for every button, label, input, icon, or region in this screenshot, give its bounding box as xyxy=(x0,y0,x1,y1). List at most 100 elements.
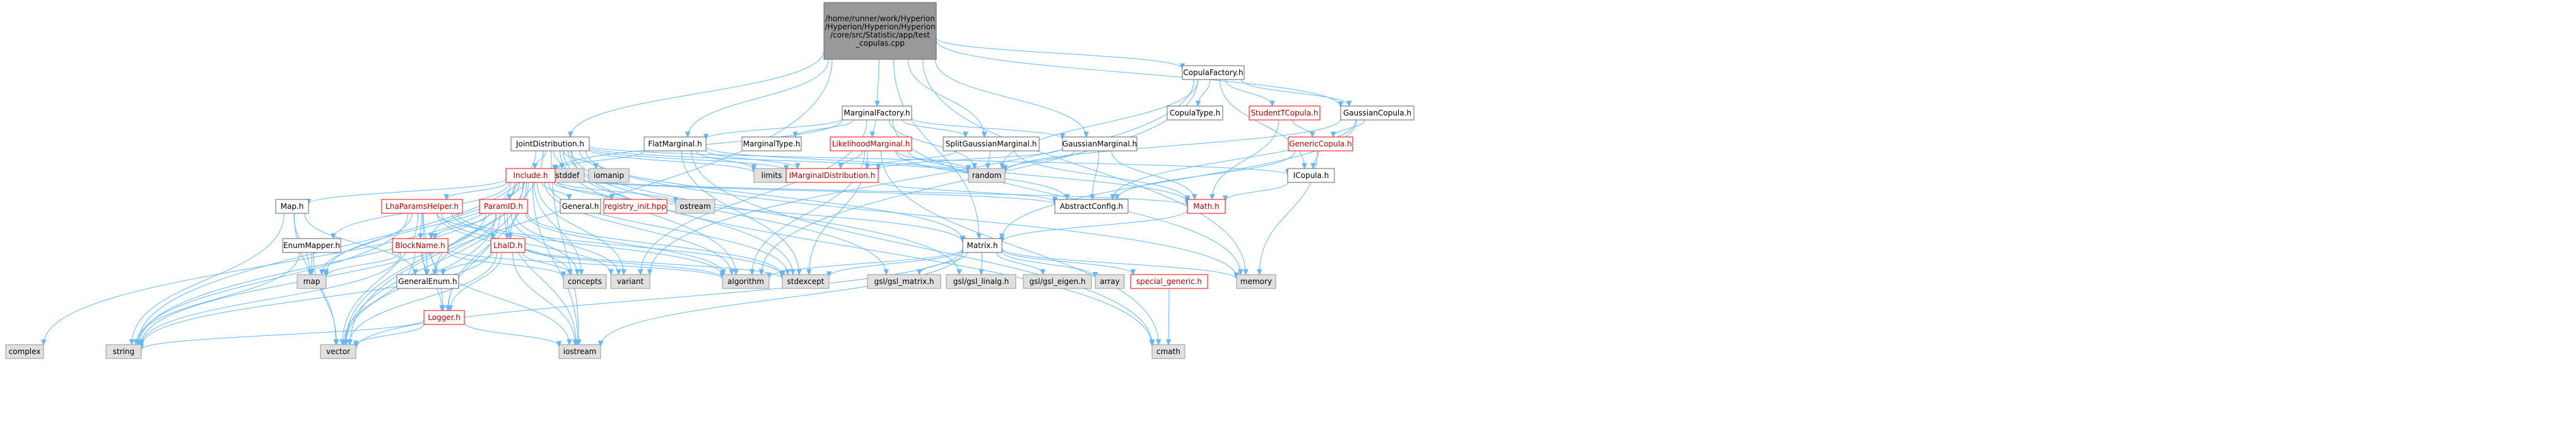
arrowhead-cmath xyxy=(1165,339,1172,346)
node-label-iostream: iostream xyxy=(563,347,597,356)
node-GaussianCopula[interactable]: GaussianCopula.h xyxy=(1340,105,1414,121)
node-label-complex: complex xyxy=(9,347,41,356)
node-Include[interactable]: Include.h xyxy=(505,168,556,183)
node-root[interactable]: /home/runner/work/Hyperion/Hyperion/Hype… xyxy=(823,2,937,60)
node-label-IMarginalDistribution: IMarginalDistribution.h xyxy=(789,171,876,180)
node-label-GaussianCopula: GaussianCopula.h xyxy=(1343,109,1411,117)
node-box-random xyxy=(968,168,1006,183)
node-JointDistribution[interactable]: JointDistribution.h xyxy=(510,136,590,151)
node-label-random: random xyxy=(972,171,1002,180)
edge-LhaParamsHelper-to-stdexcept xyxy=(457,213,783,277)
arrowhead-gsl_matrix xyxy=(883,269,889,276)
arrowhead-BlockName xyxy=(428,233,434,240)
edge-LhaID-to-algorithm xyxy=(524,247,723,278)
edge-ParamID-to-stdexcept xyxy=(527,212,783,276)
arrowhead-LhaID xyxy=(490,233,496,240)
arrowhead-cmath xyxy=(1149,340,1155,347)
node-label-LikelihoodMarginal: LikelihoodMarginal.h xyxy=(832,139,910,148)
node-LhaParamsHelper[interactable]: LhaParamsHelper.h xyxy=(381,199,463,214)
arrowhead-iostream xyxy=(556,341,562,347)
node-registry_init[interactable]: registry_init.hpp xyxy=(603,199,668,214)
edge-MarginalFactory-to-SplitGaussianMarginal xyxy=(902,119,966,138)
edge-Matrix-to-array xyxy=(1001,251,1096,278)
node-BlockName[interactable]: BlockName.h xyxy=(392,238,449,253)
node-box-concepts xyxy=(563,274,607,289)
node-LikelihoodMarginal[interactable]: LikelihoodMarginal.h xyxy=(830,136,912,151)
node-box-vector xyxy=(320,344,356,359)
node-StudentTCopula[interactable]: StudentTCopula.h xyxy=(1249,105,1320,121)
node-iomanip: iomanip xyxy=(588,168,630,183)
node-box-Matrix xyxy=(962,238,1003,253)
node-MarginalFactory[interactable]: MarginalFactory.h xyxy=(842,105,912,121)
edge-Matrix-to-algorithm xyxy=(768,248,963,278)
node-General[interactable]: General.h xyxy=(560,199,601,214)
node-box-gsl_eigen xyxy=(1023,274,1092,289)
node-label-AbstractConfig: AbstractConfig.h xyxy=(1060,202,1123,211)
node-label-SplitGaussianMarginal: SplitGaussianMarginal.h xyxy=(946,139,1037,148)
node-label-JointDistribution: JointDistribution.h xyxy=(515,139,584,148)
edge-JointDistribution-to-Include xyxy=(534,150,546,169)
node-GeneralEnum[interactable]: GeneralEnum.h xyxy=(396,274,459,289)
node-CopulaFactory[interactable]: CopulaFactory.h xyxy=(1182,65,1245,80)
node-algorithm: algorithm xyxy=(722,274,770,289)
node-SplitGaussianMarginal[interactable]: SplitGaussianMarginal.h xyxy=(943,136,1040,151)
arrowhead-GaussianMarginal xyxy=(1059,133,1066,140)
arrowhead-stdexcept xyxy=(785,269,791,276)
node-CopulaType[interactable]: CopulaType.h xyxy=(1167,105,1223,121)
edge-ParamID-to-algorithm xyxy=(525,213,724,275)
node-box-Include xyxy=(505,168,556,183)
edge-LikelihoodMarginal-to-MathH xyxy=(908,150,1188,203)
node-EnumMapper[interactable]: EnumMapper.h xyxy=(282,238,341,253)
edge-JointDistribution-to-random xyxy=(589,146,969,175)
node-AbstractConfig[interactable]: AbstractConfig.h xyxy=(1054,199,1129,214)
node-Matrix[interactable]: Matrix.h xyxy=(962,238,1003,253)
arrowhead-cstddef xyxy=(559,163,565,170)
node-box-LhaID xyxy=(490,238,526,253)
node-label-vector: vector xyxy=(326,347,350,356)
node-Logger[interactable]: Logger.h xyxy=(423,310,465,325)
node-ParamID[interactable]: ParamID.h xyxy=(479,199,528,214)
edge-FlatMarginal-to-stdexcept xyxy=(681,150,800,275)
node-GaussianMarginal[interactable]: GaussianMarginal.h xyxy=(1062,136,1138,151)
node-special_generic[interactable]: special_generic.h xyxy=(1130,274,1208,289)
node-MapH[interactable]: Map.h xyxy=(275,199,309,214)
node-complex: complex xyxy=(5,344,44,359)
node-ICopula[interactable]: ICopula.h xyxy=(1287,168,1335,183)
node-box-AbstractConfig xyxy=(1054,199,1129,214)
edge-GaussianMarginal-to-random xyxy=(1004,150,1076,171)
arrowhead-stdexcept xyxy=(806,269,812,276)
edge-root-to-memory xyxy=(922,59,1246,275)
edge-CopulaFactory-to-variant xyxy=(649,79,1194,275)
arrowhead-GeneralEnum xyxy=(412,269,418,276)
node-label-root-line-3: _copulas.cpp xyxy=(855,39,905,48)
node-box-Logger xyxy=(423,310,465,325)
node-label-MarginalFactory: MarginalFactory.h xyxy=(844,109,910,117)
node-label-BlockName: BlockName.h xyxy=(395,241,445,250)
edge-LhaID-to-string xyxy=(141,250,491,347)
node-LhaID[interactable]: LhaID.h xyxy=(490,238,526,253)
arrowhead-CopulaType xyxy=(1195,100,1201,107)
node-GenericCopula[interactable]: GenericCopula.h xyxy=(1288,136,1353,151)
node-label-EnumMapper: EnumMapper.h xyxy=(283,241,340,250)
node-box-BlockName xyxy=(392,238,449,253)
node-box-stdexcept xyxy=(782,274,830,289)
edge-GaussianCopula-to-AbstractConfig xyxy=(1112,119,1356,200)
arrowhead-AbstractConfig xyxy=(1114,194,1120,201)
node-MarginalType[interactable]: MarginalType.h xyxy=(741,136,802,151)
node-box-string xyxy=(105,344,142,359)
edge-LhaParamsHelper-to-map xyxy=(321,213,413,275)
node-box-JointDistribution xyxy=(510,136,590,151)
node-FlatMarginal[interactable]: FlatMarginal.h xyxy=(644,136,707,151)
edge-ICopula-to-MathH xyxy=(1225,182,1288,201)
node-label-GeneralEnum: GeneralEnum.h xyxy=(398,277,457,286)
arrowhead-cmath xyxy=(1155,339,1162,346)
node-MathH[interactable]: Math.h xyxy=(1187,199,1226,214)
node-IMarginalDistribution[interactable]: IMarginalDistribution.h xyxy=(785,168,879,183)
edge-JointDistribution-to-limits xyxy=(589,149,755,174)
arrowhead-IMarginalDistribution xyxy=(783,165,789,172)
edge-JointDistribution-to-gsl_matrix xyxy=(567,150,887,275)
node-label-cmath: cmath xyxy=(1156,347,1180,356)
node-box-FlatMarginal xyxy=(644,136,707,151)
edge-root-to-CopulaFactory xyxy=(936,37,1183,69)
